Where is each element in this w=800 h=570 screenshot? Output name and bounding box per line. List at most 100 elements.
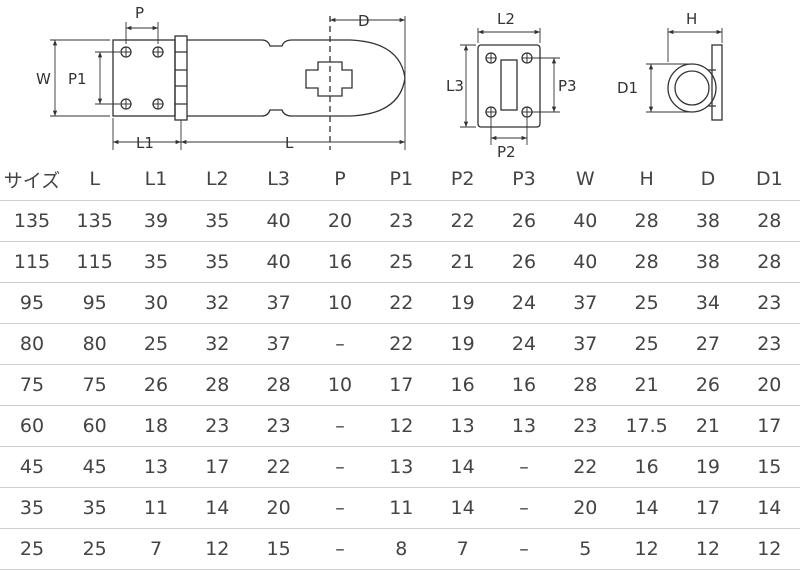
table-cell: 35 (0, 487, 64, 529)
table-cell: 115 (0, 241, 64, 283)
table-cell: 80 (64, 323, 126, 365)
table-cell: 7 (431, 528, 494, 570)
staple-ring-outer (667, 63, 717, 113)
table-cell: – (309, 405, 371, 447)
table-cell: 12 (677, 528, 739, 570)
table-cell: 115 (64, 241, 126, 283)
table-cell: 26 (493, 241, 555, 283)
table-cell: 22 (370, 323, 432, 365)
table-cell: 14 (186, 487, 248, 529)
table-cell: 20 (247, 487, 310, 529)
col-header-size: サイズ (0, 158, 64, 201)
table-cell: 35 (186, 241, 248, 283)
dim-label-P1: P1 (68, 70, 87, 88)
staple-plate-view (460, 28, 560, 145)
table-cell: – (493, 446, 555, 488)
dim-label-D: D (358, 12, 370, 30)
staple-plate (477, 44, 541, 128)
table-cell: 14 (738, 487, 800, 529)
table-cell: 17.5 (615, 405, 678, 447)
dim-label-L3: L3 (446, 77, 464, 95)
table-cell: 60 (64, 405, 126, 447)
table-cell: 75 (64, 364, 126, 406)
col-header-P2: P2 (431, 158, 494, 201)
table-cell: 12 (615, 528, 678, 570)
table-cell: 30 (125, 282, 187, 324)
staple-ring-inner (674, 70, 710, 106)
table-cell: 45 (64, 446, 126, 488)
table-cell: 40 (554, 241, 616, 283)
table-cell: 24 (493, 282, 555, 324)
table-cell: 27 (677, 323, 739, 365)
table-cell: 13 (493, 405, 555, 447)
table-cell: 25 (370, 241, 432, 283)
table-cell: 23 (186, 405, 248, 447)
table-cell: 40 (247, 241, 310, 283)
table-cell: 40 (554, 200, 616, 242)
table-cell: 10 (309, 282, 371, 324)
table-cell: 26 (677, 364, 739, 406)
table-cell: 14 (431, 487, 494, 529)
table-cell: 13 (431, 405, 494, 447)
table-cell: 37 (554, 282, 616, 324)
table-cell: 21 (615, 364, 678, 406)
table-cell: 35 (125, 241, 187, 283)
dim-label-L2: L2 (497, 10, 515, 28)
col-header-L: L (64, 158, 126, 201)
table-cell: 32 (186, 323, 248, 365)
table-cell: 23 (247, 405, 310, 447)
table-cell: 39 (125, 200, 187, 242)
table-cell: 5 (554, 528, 616, 570)
table-cell: 22 (431, 200, 494, 242)
table-cell: 23 (738, 323, 800, 365)
table-cell: 135 (64, 200, 126, 242)
dim-label-P2: P2 (497, 143, 516, 160)
table-cell: 28 (247, 364, 310, 406)
dim-label-P: P (135, 4, 144, 22)
table-cell: – (493, 487, 555, 529)
screw-holes-plate (120, 46, 164, 110)
table-cell: 28 (186, 364, 248, 406)
table-cell: 12 (186, 528, 248, 570)
col-header-H: H (615, 158, 678, 201)
table-cell: 22 (247, 446, 310, 488)
table-cell: 20 (309, 200, 371, 242)
table-cell: 17 (186, 446, 248, 488)
table-cell: 17 (738, 405, 800, 447)
table-cell: 28 (615, 200, 678, 242)
col-header-W: W (554, 158, 616, 201)
table-cell: 16 (615, 446, 678, 488)
col-header-P: P (309, 158, 371, 201)
table-cell: 12 (738, 528, 800, 570)
table-cell: 25 (125, 323, 187, 365)
table-cell: 38 (677, 200, 739, 242)
side-plate (711, 44, 723, 121)
table-cell: 22 (554, 446, 616, 488)
table-cell: 25 (615, 282, 678, 324)
table-cell: 45 (0, 446, 64, 488)
table-cell: – (309, 323, 371, 365)
table-cell: 15 (247, 528, 310, 570)
col-header-L2: L2 (186, 158, 248, 201)
side-view (646, 28, 723, 121)
table-cell: 12 (370, 405, 432, 447)
table-cell: 23 (738, 282, 800, 324)
table-cell: 16 (309, 241, 371, 283)
hasp-front-view (50, 16, 406, 150)
dim-label-L: L (285, 134, 294, 152)
table-cell: 24 (493, 323, 555, 365)
table-cell: 28 (615, 241, 678, 283)
dim-label-D1: D1 (617, 79, 638, 97)
table-cell: 23 (554, 405, 616, 447)
table-cell: 8 (370, 528, 432, 570)
dim-label-H: H (686, 10, 697, 28)
table-cell: 28 (738, 241, 800, 283)
